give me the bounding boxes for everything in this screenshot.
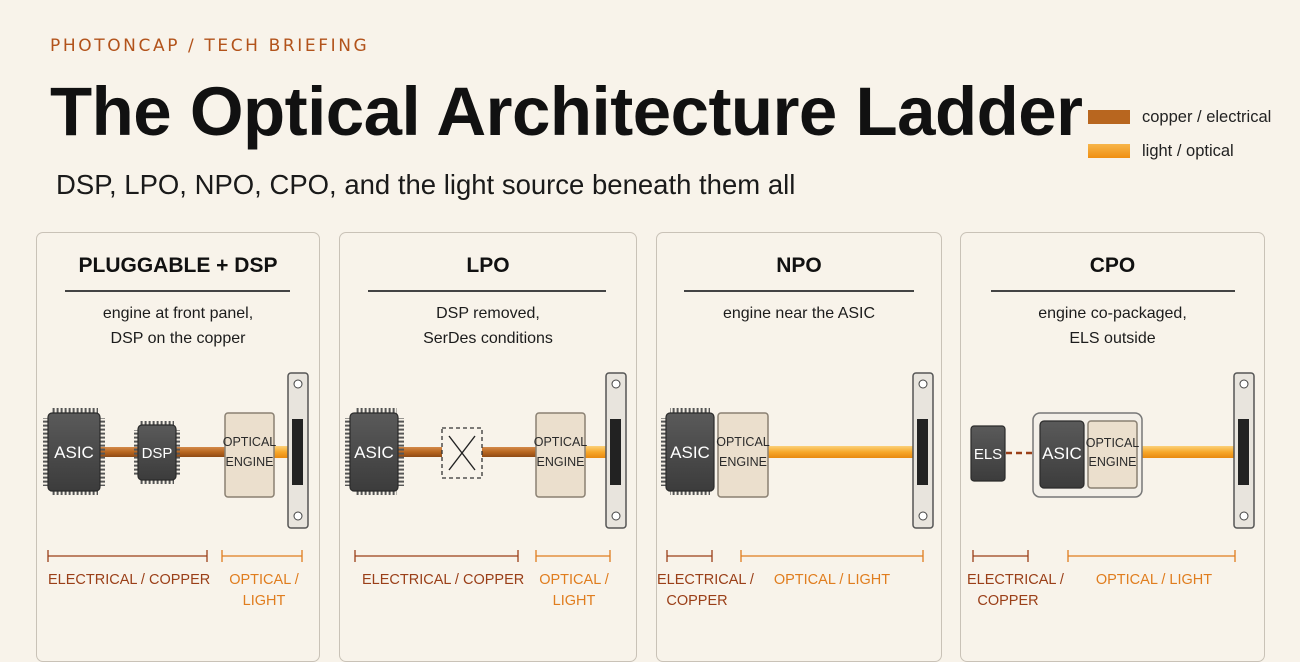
zone-label-line: ELECTRICAL / COPPER bbox=[48, 572, 211, 588]
panel-rule bbox=[368, 290, 606, 292]
electrical-bracket bbox=[47, 550, 208, 562]
optical-bracket bbox=[535, 550, 611, 562]
page-title: The Optical Architecture Ladder bbox=[50, 73, 1083, 150]
panel-title-npo: NPO bbox=[776, 254, 822, 277]
asic-label: ASIC bbox=[1042, 444, 1082, 463]
asic-label: ASIC bbox=[670, 443, 710, 462]
electrical-zone-label: ELECTRICAL / COPPER bbox=[657, 570, 754, 612]
optical-engine: OPTICAL ENGINE bbox=[1086, 420, 1140, 489]
zone-label-line: OPTICAL / bbox=[229, 572, 299, 588]
asic-chip: ASIC bbox=[1039, 420, 1085, 489]
light-beam bbox=[766, 446, 916, 458]
engine-label-line2: ENGINE bbox=[226, 455, 274, 469]
panel-desc-npo: engine near the ASIC bbox=[656, 302, 942, 327]
electrical-zone-label: ELECTRICAL / COPPER bbox=[48, 570, 211, 591]
front-panel-faceplate bbox=[287, 372, 309, 529]
engine-label-line2: ENGINE bbox=[1089, 455, 1137, 469]
copper-swatch bbox=[1088, 110, 1130, 124]
panel-title-pluggable-dsp: PLUGGABLE + DSP bbox=[78, 254, 278, 277]
cpo-diagram: ELS ASIC OPTICAL ENGINE bbox=[970, 372, 1255, 562]
optical-zone-label: OPTICAL / LIGHT bbox=[534, 570, 614, 612]
zone-label-line: OPTICAL / LIGHT bbox=[1095, 572, 1213, 588]
optical-bracket bbox=[1067, 550, 1236, 562]
engine-label-line2: ENGINE bbox=[537, 455, 585, 469]
page-subtitle: DSP, LPO, NPO, CPO, and the light source… bbox=[56, 169, 796, 200]
dsp-chip: DSP bbox=[134, 421, 180, 484]
light-beam bbox=[272, 446, 292, 458]
legend-label-light: light / optical bbox=[1142, 141, 1234, 160]
optical-bracket bbox=[221, 550, 303, 562]
electrical-bracket bbox=[354, 550, 519, 562]
removed-dsp-icon bbox=[441, 427, 483, 479]
panel-title-cpo: CPO bbox=[1089, 254, 1136, 277]
zone-label-line: LIGHT bbox=[242, 593, 286, 609]
desc-line: engine co-packaged, bbox=[1038, 305, 1187, 322]
legend-label-copper: copper / electrical bbox=[1142, 107, 1272, 126]
engine-label-line1: OPTICAL bbox=[716, 435, 770, 449]
zone-label-line: COPPER bbox=[977, 593, 1039, 609]
electrical-zone-label: ELECTRICAL / COPPER bbox=[967, 570, 1064, 612]
optical-zone-label: OPTICAL / LIGHT bbox=[762, 570, 902, 591]
electrical-bracket bbox=[972, 550, 1029, 562]
asic-label: ASIC bbox=[354, 443, 394, 462]
front-panel-faceplate bbox=[912, 372, 934, 529]
asic-chip: ASIC bbox=[43, 408, 105, 495]
engine-label-line1: OPTICAL bbox=[1086, 436, 1140, 450]
optical-engine: OPTICAL ENGINE bbox=[223, 412, 277, 498]
dsp-label: DSP bbox=[142, 445, 173, 462]
zone-label-line: OPTICAL / bbox=[539, 572, 609, 588]
optical-zone-label: OPTICAL / LIGHT bbox=[222, 570, 306, 612]
panel-rule bbox=[65, 290, 290, 292]
desc-line: engine near the ASIC bbox=[722, 305, 876, 322]
lpo-diagram: ASIC OPTICAL ENGINE bbox=[345, 372, 627, 562]
zone-label-line: ELECTRICAL / COPPER bbox=[362, 572, 525, 588]
npo-diagram: ASIC OPTICAL ENGINE bbox=[661, 372, 934, 562]
light-beam bbox=[1140, 446, 1236, 458]
light-swatch bbox=[1088, 144, 1130, 158]
zone-label-line: ELECTRICAL / bbox=[967, 572, 1064, 588]
desc-line: DSP removed, bbox=[436, 305, 540, 322]
desc-line: ELS outside bbox=[1069, 329, 1156, 347]
engine-label-line1: OPTICAL bbox=[223, 435, 277, 449]
zone-label-line: ELECTRICAL / bbox=[657, 572, 754, 588]
light-beam bbox=[584, 446, 608, 458]
engine-label-line2: ENGINE bbox=[719, 455, 767, 469]
asic-label: ASIC bbox=[54, 443, 94, 462]
eyebrow-label: PHOTONCAP / TECH BRIEFING bbox=[50, 36, 370, 56]
electrical-bracket bbox=[666, 550, 713, 562]
desc-line: engine at front panel, bbox=[102, 305, 254, 322]
panel-desc-lpo: DSP removed, SerDes conditions bbox=[339, 302, 637, 351]
els-label: ELS bbox=[974, 446, 1002, 463]
panel-desc-cpo: engine co-packaged, ELS outside bbox=[960, 302, 1265, 351]
zone-label-line: OPTICAL / LIGHT bbox=[773, 572, 891, 588]
legend: copper / electrical light / optical bbox=[1088, 100, 1271, 168]
zone-label-line: COPPER bbox=[666, 593, 728, 609]
panel-desc-pluggable-dsp: engine at front panel, DSP on the copper bbox=[36, 302, 320, 351]
optical-engine: OPTICAL ENGINE bbox=[716, 412, 770, 498]
asic-chip: ASIC bbox=[345, 408, 404, 495]
legend-item-copper: copper / electrical bbox=[1088, 100, 1271, 134]
desc-line: DSP on the copper bbox=[110, 329, 246, 347]
panel-rule bbox=[684, 290, 914, 292]
optical-bracket bbox=[740, 550, 924, 562]
els-chip: ELS bbox=[970, 425, 1006, 482]
panel-rule bbox=[991, 290, 1235, 292]
pluggable-dsp-diagram: ASIC DSP OPTICAL ENGINE bbox=[43, 372, 309, 562]
zone-label-line: LIGHT bbox=[552, 593, 596, 609]
legend-item-light: light / optical bbox=[1088, 134, 1271, 168]
front-panel-faceplate bbox=[1233, 372, 1255, 529]
optical-zone-label: OPTICAL / LIGHT bbox=[1084, 570, 1224, 591]
desc-line: SerDes conditions bbox=[423, 329, 553, 347]
panel-title-lpo: LPO bbox=[466, 254, 510, 277]
front-panel-faceplate bbox=[605, 372, 627, 529]
optical-engine: OPTICAL ENGINE bbox=[534, 412, 588, 498]
asic-chip: ASIC bbox=[661, 408, 715, 495]
electrical-zone-label: ELECTRICAL / COPPER bbox=[362, 570, 525, 591]
engine-label-line1: OPTICAL bbox=[534, 435, 588, 449]
